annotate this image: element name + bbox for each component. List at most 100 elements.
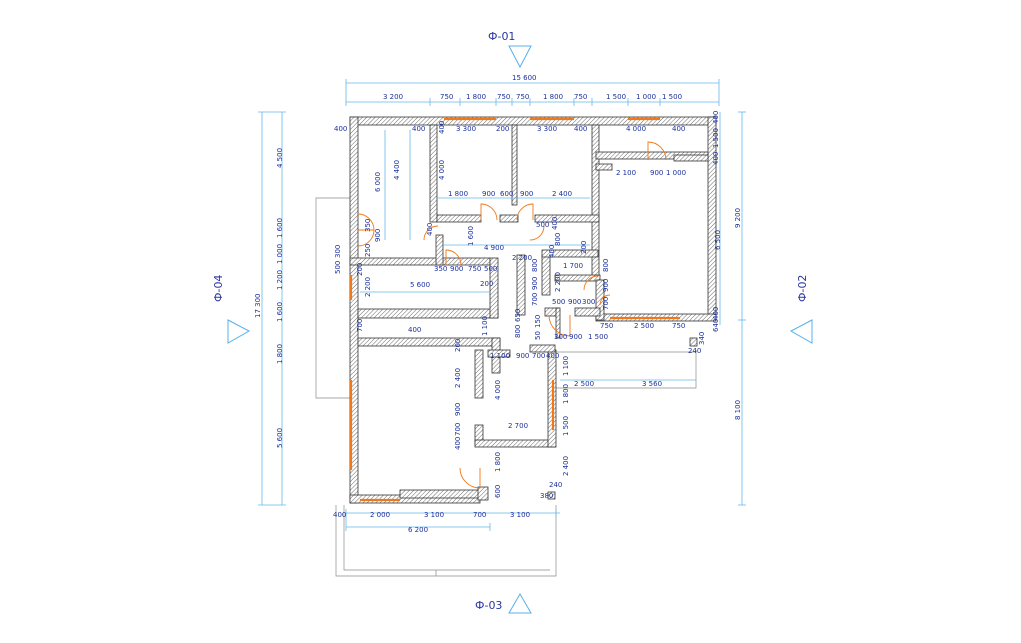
dim-label: 200	[356, 263, 364, 276]
dim-label: 700	[532, 352, 545, 360]
dim-label: 400	[333, 511, 346, 519]
dim-label: 400	[546, 352, 559, 360]
dim-label: 17 300	[254, 294, 262, 319]
section-markers	[227, 45, 813, 614]
dim-label: 2 700	[508, 422, 528, 430]
dim-label: 240	[688, 347, 701, 355]
marker-north-icon	[508, 45, 532, 69]
dim-label: 400	[712, 307, 720, 320]
walls	[349, 116, 717, 504]
dim-label: 250	[364, 244, 372, 257]
dim-label: 350	[364, 219, 372, 232]
dim-label: 3 100	[424, 511, 444, 519]
dim-label: 6 200	[408, 526, 428, 534]
terrace-outlines	[315, 197, 697, 577]
dim-label: 750	[516, 93, 529, 101]
dim-label: 900	[454, 403, 462, 416]
dim-label: 750	[440, 93, 453, 101]
dim-label: 1 000	[276, 244, 284, 264]
facade-label-west: Ф-04	[212, 275, 225, 302]
dim-label: 1 500	[712, 128, 720, 148]
dim-label: 400	[548, 245, 556, 258]
dim-label: 700	[531, 293, 539, 306]
facade-label-north: Ф-01	[488, 30, 515, 43]
dim-label: 1 100	[562, 356, 570, 376]
dim-label: 1 100	[490, 352, 510, 360]
dim-label: 400	[412, 125, 425, 133]
dim-label: 2 200	[364, 277, 372, 297]
dim-label: 1 800	[543, 93, 563, 101]
marker-south-icon	[508, 593, 532, 614]
dim-label: 350	[434, 265, 447, 273]
dim-label: 1 000	[636, 93, 656, 101]
dim-label: 1 800	[494, 452, 502, 472]
dim-label: 1 500	[606, 93, 626, 101]
dim-label: 50	[534, 331, 542, 340]
facade-label-south: Ф-03	[475, 599, 502, 612]
dim-left: 4 500 1 600 1 000 1 200 1 600 1 800 5 60…	[254, 148, 284, 448]
dim-label: 800	[531, 259, 539, 272]
dim-label: 500	[334, 261, 342, 274]
dim-label: 900	[450, 265, 463, 273]
dim-label: 750	[574, 93, 587, 101]
dimension-ticks	[258, 79, 746, 531]
dim-label: 3 300	[537, 125, 557, 133]
dim-label: 15 600	[512, 74, 537, 82]
dim-label: 4 400	[393, 160, 401, 180]
dim-label: 400	[712, 152, 720, 165]
dim-label: 240	[549, 481, 562, 489]
dim-label: 1 500	[562, 416, 570, 436]
dim-label: 380	[540, 492, 553, 500]
dim-label: 900	[531, 277, 539, 290]
dim-label: 2 200	[512, 254, 532, 262]
dim-label: 400	[574, 125, 587, 133]
dim-label: 900	[482, 190, 495, 198]
dim-label: 750	[468, 265, 481, 273]
dim-top: 15 600 3 200 750 1 800 750 750 1 800 750…	[383, 74, 682, 101]
dim-label: 4 500	[276, 148, 284, 168]
dim-label: 4 900	[484, 244, 504, 252]
dim-label: 200	[480, 280, 493, 288]
dim-label: 750	[600, 322, 613, 330]
dim-label: 700	[454, 423, 462, 436]
dim-label: 2 500	[634, 322, 654, 330]
dim-label: 700	[602, 297, 610, 310]
dim-label: 300	[554, 333, 567, 341]
dim-label: 1 500	[588, 333, 608, 341]
dim-label: 1 800	[276, 344, 284, 364]
dim-label: 3 100	[510, 511, 530, 519]
dim-label: 2 200	[554, 272, 562, 292]
dim-label: 2 500	[574, 380, 594, 388]
dim-label: 400	[712, 111, 720, 124]
dim-label: 9 200	[734, 208, 742, 228]
dim-label: 4 000	[494, 380, 502, 400]
dim-label: 1 600	[467, 226, 475, 246]
dim-label: 6 000	[374, 172, 382, 192]
dim-label: 700	[473, 511, 486, 519]
windows	[349, 117, 680, 502]
dim-label: 800	[602, 259, 610, 272]
dim-label: 800	[554, 233, 562, 246]
dim-label: 1 000	[666, 169, 686, 177]
dim-label: 400	[551, 217, 559, 230]
dim-label: 150	[534, 315, 542, 328]
dim-label: 500	[536, 221, 549, 229]
dim-label: 5 600	[276, 428, 284, 448]
dim-label: 400	[408, 326, 421, 334]
dim-label: 1 600	[276, 302, 284, 322]
dim-label: 900	[374, 229, 382, 242]
dim-label: 750	[497, 93, 510, 101]
dim-bottom: 400 2 000 3 100 700 3 100 6 200	[333, 511, 530, 534]
dim-label: 3 300	[456, 125, 476, 133]
dim-label: 500	[552, 298, 565, 306]
dim-label: 900	[568, 298, 581, 306]
marker-east-icon	[789, 319, 813, 344]
dim-label: 340	[698, 332, 706, 345]
dim-label: 1 200	[276, 270, 284, 290]
dim-label: 900	[569, 333, 582, 341]
dimension-lines	[261, 82, 743, 528]
dim-label: 2 400	[552, 190, 572, 198]
dim-label: 700	[356, 319, 364, 332]
dim-label: 800	[514, 325, 522, 338]
dim-label: 1 800	[562, 384, 570, 404]
